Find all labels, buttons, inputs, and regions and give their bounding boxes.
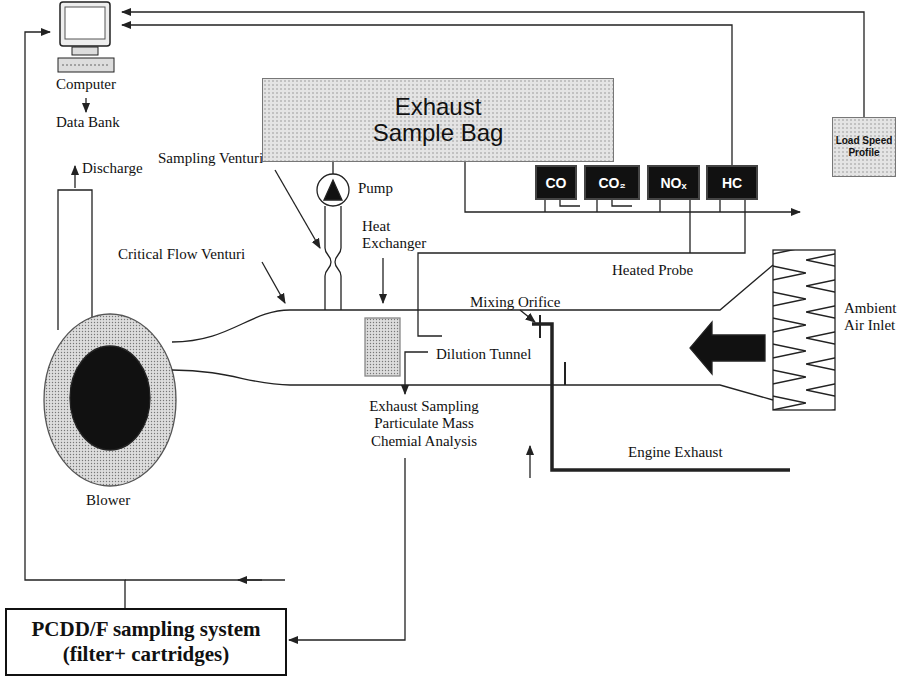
- node-text: HC: [722, 175, 742, 191]
- part-label: Mixing Orifice: [470, 294, 560, 311]
- drawing-line: [564, 362, 566, 385]
- profile-box: Load Speed Profile: [832, 117, 896, 177]
- drawing-line: [275, 170, 320, 248]
- drawing-rect: [773, 250, 835, 410]
- drawing-path: [335, 206, 341, 310]
- part-label: Heated Probe: [612, 262, 693, 279]
- drawing-line: [74, 166, 75, 188]
- drawing-line: [332, 162, 333, 174]
- sample-bag: Exhaust Sample Bag: [262, 78, 614, 162]
- part-label: Exhaust Sampling Particulate Mass Chemia…: [360, 398, 488, 450]
- drawing-line: [529, 446, 530, 478]
- drawing-path: [405, 352, 428, 394]
- node-text: CO₂: [598, 175, 625, 191]
- computer-icon: Computer: [50, 0, 122, 93]
- computer-icon: [50, 0, 122, 76]
- part-label: Pump: [358, 180, 393, 197]
- drawing-path: [690, 322, 765, 374]
- drawing-path: [324, 180, 342, 200]
- drawing-rect: [365, 318, 400, 376]
- drawing-path: [418, 200, 745, 336]
- analyser-box: HC: [706, 165, 758, 200]
- node-text: PCDD/F sampling system (filter+ cartridg…: [15, 617, 277, 667]
- drawing-ellipse: [44, 314, 176, 486]
- drawing-circle: [317, 174, 349, 206]
- part-label: Ambient Air Inlet: [844, 300, 900, 335]
- part-label: Blower: [86, 492, 130, 509]
- drawing-path: [465, 162, 800, 212]
- part-label: Engine Exhaust: [628, 444, 723, 461]
- drawing-line: [539, 315, 541, 338]
- drawing-path: [289, 458, 405, 640]
- drawing-path: [172, 370, 773, 400]
- drawing-line: [238, 579, 262, 580]
- analyser-box: CO: [535, 165, 577, 200]
- part-label: Heat Exchanger: [362, 218, 434, 253]
- node-text: Computer: [50, 76, 122, 93]
- drawing-rect: [58, 58, 114, 72]
- drawing-rect: [72, 47, 98, 55]
- drawing-line: [85, 98, 86, 112]
- part-label: Data Bank: [56, 114, 120, 131]
- drawing-line: [62, 65, 110, 66]
- sampling-box: PCDD/F sampling system (filter+ cartridg…: [5, 608, 287, 676]
- node-text: Load Speed Profile: [835, 135, 893, 160]
- analyser-box: CO₂: [584, 165, 640, 200]
- drawing-ellipse: [70, 346, 150, 450]
- part-label: Critical Flow Venturi: [118, 246, 245, 263]
- drawing-line: [382, 258, 383, 303]
- part-label: Discharge: [82, 160, 143, 177]
- drawing-rect: [60, 2, 110, 46]
- part-label: Sampling Venturi: [158, 150, 263, 167]
- node-text: Exhaust Sample Bag: [363, 94, 513, 147]
- drawing-line: [262, 262, 285, 303]
- node-text: CO: [546, 175, 567, 191]
- analyser-box: NOₓ: [647, 165, 700, 200]
- drawing-path: [532, 324, 790, 470]
- node-text: NOₓ: [660, 175, 686, 191]
- signal-line: [25, 32, 125, 608]
- drawing-path: [58, 190, 92, 330]
- drawing-g: [44, 98, 835, 640]
- drawing-rect: [65, 7, 105, 39]
- drawing-line: [520, 310, 535, 322]
- signal-line: [122, 25, 732, 165]
- drawing-path: [325, 206, 331, 310]
- part-label: Dilution Tunnel: [436, 346, 531, 363]
- drawing-path: [125, 579, 285, 580]
- drawing-path: [545, 200, 720, 212]
